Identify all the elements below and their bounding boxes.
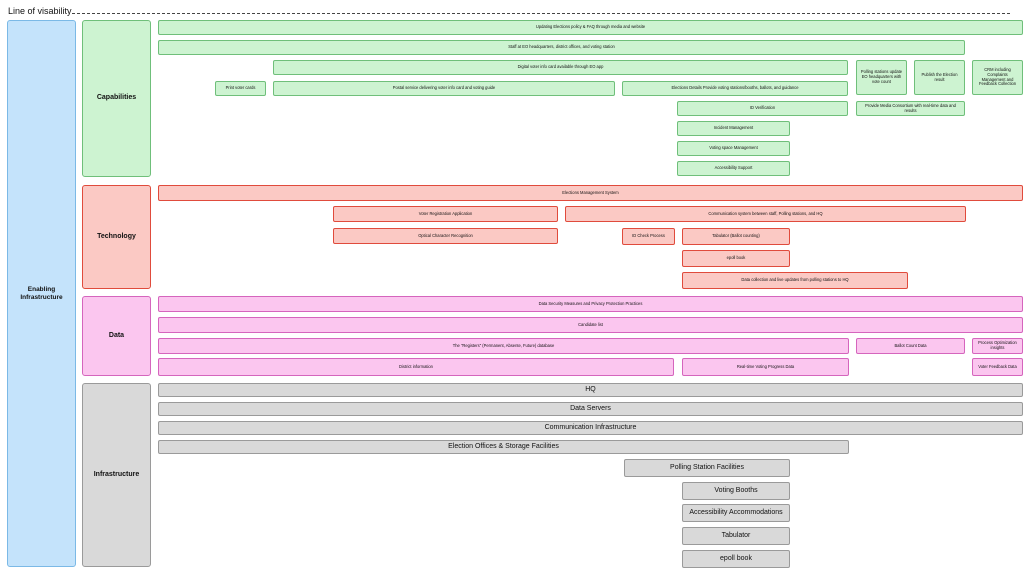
data-section-label: Data xyxy=(82,296,151,376)
data-collection-box[interactable]: Data collection and live updates from po… xyxy=(682,272,908,289)
accessibility-support-box[interactable]: Accessibility Support xyxy=(677,161,790,176)
staff-box[interactable]: Staff at EO headquarters, district offic… xyxy=(158,40,965,55)
ocr-box[interactable]: Optical Character Recognition xyxy=(333,228,558,244)
accessibility-accommodations-box[interactable]: Accessibility Accommodations xyxy=(682,504,790,522)
polling-station-facilities-box[interactable]: Polling Station Facilities xyxy=(624,459,790,477)
communication-system-box[interactable]: Communication system between staff, Poll… xyxy=(565,206,966,222)
media-consortium-box[interactable]: Provide Media Consortium with real-time … xyxy=(856,101,965,116)
updating-elections-policy-box[interactable]: Updating Elections policy & FAQ through … xyxy=(158,20,1023,35)
id-check-process-box[interactable]: ID Check Process xyxy=(622,228,675,245)
line-of-visibility xyxy=(72,13,1010,14)
elections-management-system-box[interactable]: Elections Management System xyxy=(158,185,1023,201)
digital-voter-card-box[interactable]: Digital voter info card available throug… xyxy=(273,60,848,75)
process-optimization-box[interactable]: Process Optimization insights xyxy=(972,338,1023,354)
candidate-list-box[interactable]: Candidate list xyxy=(158,317,1023,333)
registers-database-box[interactable]: The "Registers" (Permanent, Absente, Fut… xyxy=(158,338,849,354)
infrastructure-section-label: Infrastructure xyxy=(82,383,151,567)
enabling-infrastructure-lane: Enabling Infrastructure xyxy=(7,20,76,567)
election-details-box[interactable]: Elections Details Provide voting station… xyxy=(622,81,848,96)
communication-infrastructure-box[interactable]: Communication Infrastructure xyxy=(158,421,1023,435)
publish-result-box[interactable]: Publish the Election result xyxy=(914,60,965,95)
technology-section-label: Technology xyxy=(82,185,151,289)
crm-box[interactable]: CRM including Complaints Management and … xyxy=(972,60,1023,95)
ballot-count-data-box[interactable]: Ballot Count Data xyxy=(856,338,965,354)
id-verification-box[interactable]: ID Verification xyxy=(677,101,848,116)
tabulator-tech-box[interactable]: Tabulator (Ballot counting) xyxy=(682,228,790,245)
tabulator-infra-box[interactable]: Tabulator xyxy=(682,527,790,545)
voter-feedback-data-box[interactable]: Voter Feedback Data xyxy=(972,358,1023,376)
epoll-book-tech-box[interactable]: epoll book xyxy=(682,250,790,267)
postal-service-box[interactable]: Postal service delivering voter info car… xyxy=(273,81,615,96)
capabilities-section-label: Capabilities xyxy=(82,20,151,177)
realtime-voting-data-box[interactable]: Real-time Voting Progress Data xyxy=(682,358,849,376)
district-information-box[interactable]: District information xyxy=(158,358,674,376)
incident-management-box[interactable]: Incident Management xyxy=(677,121,790,136)
epoll-book-infra-box[interactable]: epoll book xyxy=(682,550,790,568)
voting-booths-box[interactable]: Voting Booths xyxy=(682,482,790,500)
hq-box[interactable]: HQ xyxy=(158,383,1023,397)
line-of-visibility-title: Line of visability xyxy=(8,6,72,16)
voting-space-management-box[interactable]: Voting space Management xyxy=(677,141,790,156)
election-offices-box[interactable]: Election Offices & Storage Facilities xyxy=(158,440,849,454)
data-servers-box[interactable]: Data Servers xyxy=(158,402,1023,416)
data-security-box[interactable]: Data Security Measures and Privacy Prote… xyxy=(158,296,1023,312)
print-voter-cards-box[interactable]: Print voter cards xyxy=(215,81,266,96)
polling-update-box[interactable]: Polling stations update EO headquarters … xyxy=(856,60,907,95)
voter-registration-app-box[interactable]: Voter Registration Application xyxy=(333,206,558,222)
